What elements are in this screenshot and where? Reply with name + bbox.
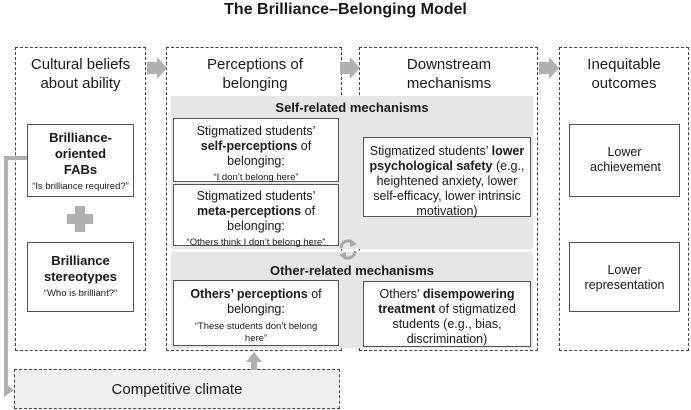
self-mechanisms-label: Self-related mechanisms bbox=[275, 100, 429, 115]
self-perc-bold: self-perceptions bbox=[200, 139, 298, 153]
stereotypes-title: Brilliance stereotypes bbox=[44, 253, 117, 284]
brilliance-stereotypes-box: Brilliance stereotypes “Who is brilliant… bbox=[27, 242, 134, 312]
psychological-safety-box: Stigmatized students’ lower psychologica… bbox=[363, 137, 531, 218]
representation-text: Lower representation bbox=[584, 263, 665, 292]
lower-achievement-box: Lower achievement bbox=[569, 124, 680, 197]
climate-up-arrow-head bbox=[246, 352, 262, 362]
other-mechanisms-label: Other-related mechanisms bbox=[269, 263, 434, 278]
competitive-climate-box bbox=[14, 369, 340, 409]
climate-entry-arrow bbox=[4, 383, 14, 397]
competitive-climate-label: Competitive climate bbox=[111, 381, 243, 398]
downstream-header: Downstream mechanisms bbox=[406, 56, 492, 92]
self-perc-pre: Stigmatized students’ bbox=[196, 124, 316, 138]
disempowering-treatment-box: Others’ disempowering treatment of stigm… bbox=[363, 281, 531, 347]
treatment-bold: disempowering treatment bbox=[378, 287, 515, 316]
self-perceptions-box: Stigmatized students’ self-perceptions o… bbox=[173, 118, 339, 183]
meta-perc-bold: meta-perceptions bbox=[196, 204, 302, 218]
cultural-beliefs-header: Cultural beliefs about ability bbox=[30, 56, 131, 92]
safety-pre: Stigmatized students’ bbox=[369, 144, 489, 158]
arrow-downstream-to-outcomes bbox=[539, 57, 559, 79]
brilliance-fabs-box: Brilliance-oriented FABs “Is brilliance … bbox=[27, 124, 134, 197]
fabs-quote: “Is brilliance required?” bbox=[32, 181, 129, 192]
treatment-post: of stigmatized students (e.g., bias, dis… bbox=[392, 302, 516, 346]
self-perc-quote: “I don’t belong here” bbox=[213, 172, 299, 183]
safety-post: (e.g., heightened anxiety, lower self-ef… bbox=[373, 159, 525, 218]
self-perc-post: of belonging: bbox=[227, 139, 312, 168]
lower-representation-box: Lower representation bbox=[569, 242, 680, 312]
diagram-title: The Brilliance–Belonging Model bbox=[224, 1, 467, 18]
outcomes-column bbox=[559, 47, 689, 351]
meta-perc-pre: Stigmatized students’ bbox=[196, 189, 316, 203]
outcomes-header: Inequitable outcomes bbox=[587, 56, 661, 92]
arrow-perceptions-to-downstream bbox=[340, 57, 360, 79]
fabs-title: Brilliance-oriented FABs bbox=[49, 130, 112, 177]
others-perc-bold: Others’ perceptions bbox=[190, 287, 308, 301]
others-perceptions-box: Others’ perceptions of belonging: “These… bbox=[173, 280, 339, 346]
perceptions-header: Perceptions of belonging bbox=[207, 56, 303, 92]
safety-bold: lower psychological safety bbox=[369, 144, 525, 173]
meta-perc-post: of belonging: bbox=[227, 204, 316, 233]
others-perc-quote: “These students don’t belong here” bbox=[194, 321, 318, 344]
arrow-cultural-to-perceptions bbox=[147, 57, 167, 79]
treatment-pre: Others’ bbox=[379, 287, 420, 301]
achievement-text: Lower achievement bbox=[590, 145, 661, 174]
meta-perc-quote: “Others think I don’t belong here” bbox=[186, 237, 326, 248]
others-perc-post: of belonging: bbox=[227, 287, 322, 316]
meta-perceptions-box: Stigmatized students’ meta-perceptions o… bbox=[173, 184, 339, 248]
stereotypes-quote: “Who is brilliant?” bbox=[43, 288, 118, 299]
